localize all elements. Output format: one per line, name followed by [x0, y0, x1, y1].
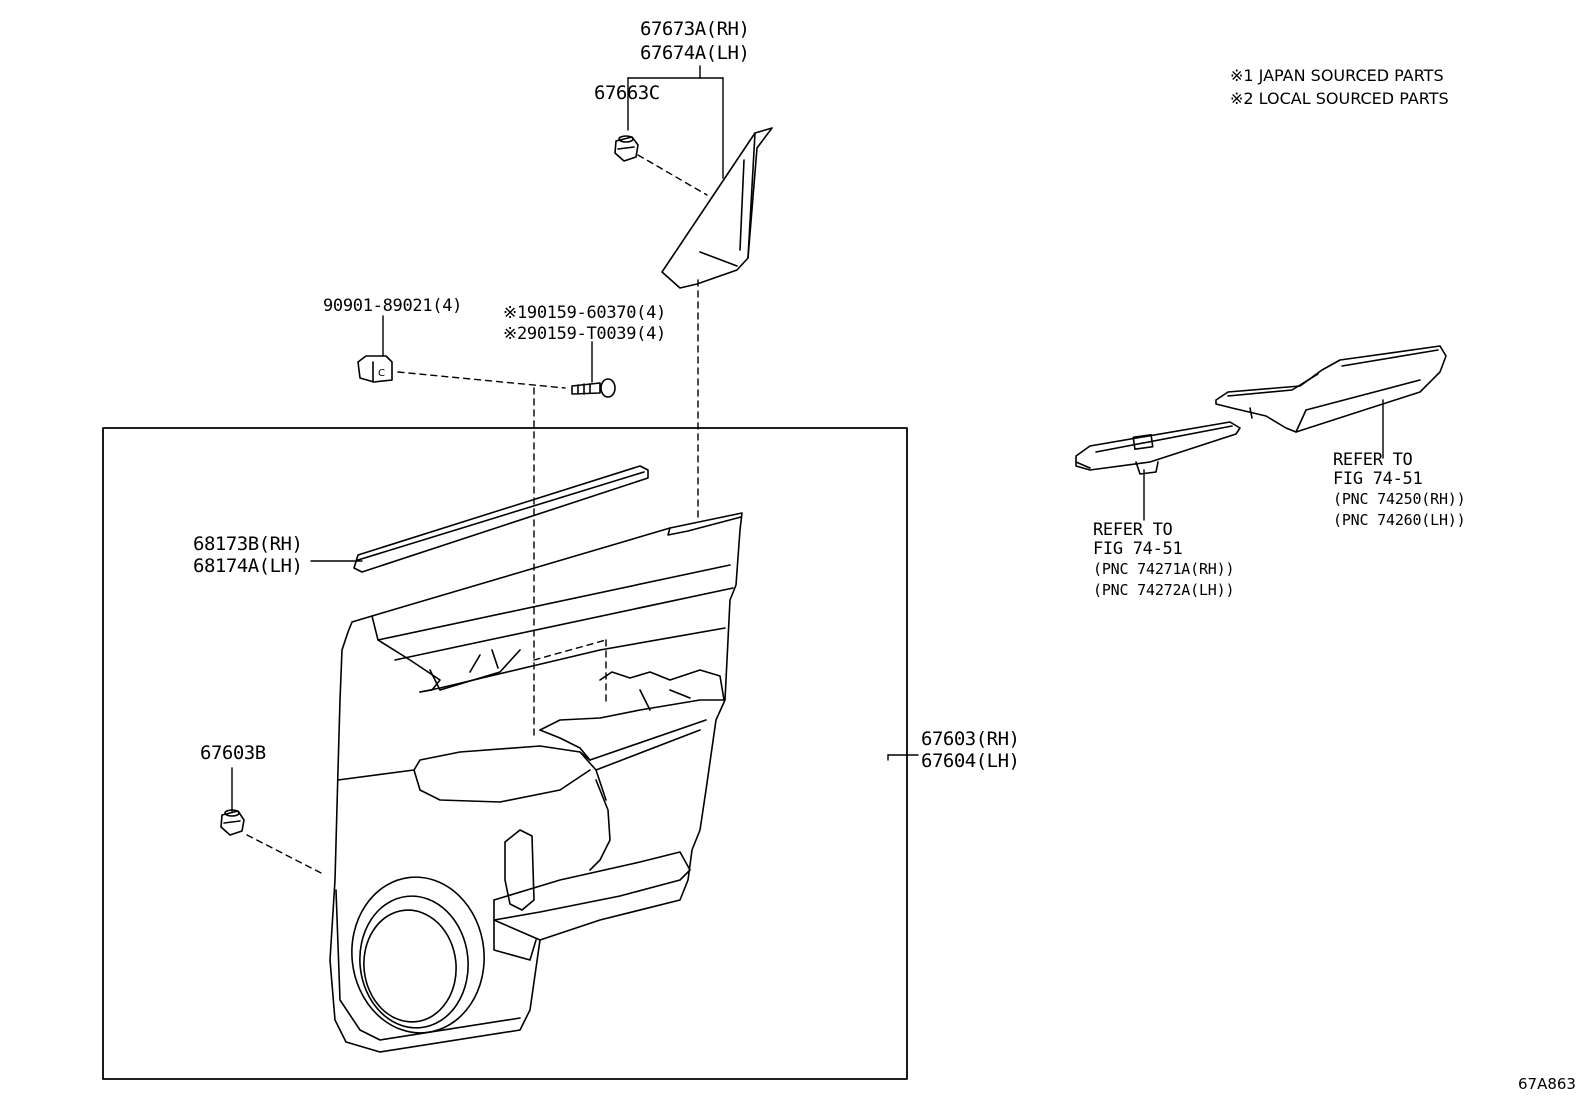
assembly-dashed-lines — [246, 154, 708, 876]
ref-armrest-line2: FIG 74-51 — [1333, 469, 1423, 489]
clip-bottom-shape — [220, 809, 245, 836]
weatherstrip-shape — [353, 465, 649, 573]
ref-armrest-line1: REFER TO — [1333, 450, 1413, 470]
leader-lines — [231, 65, 1384, 813]
clip-nut-shape: C — [357, 355, 393, 383]
label-weatherstrip-lh: 68174A(LH) — [193, 555, 303, 577]
label-weatherstrip-rh: 68173B(RH) — [193, 533, 303, 555]
label-screw-local: ※290159-T0039(4) — [503, 324, 666, 344]
ref-armrest-line3: (PNC 74250(RH)) — [1333, 490, 1466, 508]
figure-code: 67A863 — [1518, 1075, 1576, 1093]
label-garnish-lh: 67674A(LH) — [640, 42, 750, 64]
switch-base-shape — [1075, 421, 1241, 475]
ref-switch-base-line4: (PNC 74272A(LH)) — [1093, 581, 1235, 599]
ref-switch-base-line3: (PNC 74271A(RH)) — [1093, 560, 1235, 578]
upper-garnish-shape — [661, 127, 773, 289]
assembly-frame — [102, 427, 908, 1080]
label-screw-japan: ※190159-60370(4) — [503, 303, 666, 323]
armrest-shape — [1215, 345, 1447, 433]
svg-text:C: C — [378, 368, 385, 379]
legend-local-sourced: ※2 LOCAL SOURCED PARTS — [1230, 89, 1449, 108]
ref-switch-base-line1: REFER TO — [1093, 520, 1173, 540]
label-clip-nut: 90901-89021(4) — [323, 296, 463, 316]
door-panel-shape — [329, 512, 743, 1053]
clip-top-shape — [614, 135, 639, 162]
ref-switch-base-line2: FIG 74-51 — [1093, 539, 1183, 559]
label-panel-lh: 67604(LH) — [921, 750, 1020, 772]
ref-armrest-line4: (PNC 74260(LH)) — [1333, 511, 1466, 529]
label-garnish-rh: 67673A(RH) — [640, 18, 750, 40]
legend-japan-sourced: ※1 JAPAN SOURCED PARTS — [1230, 66, 1444, 85]
label-clip-bottom: 67603B — [200, 742, 266, 764]
label-clip-top: 67663C — [594, 82, 660, 104]
label-panel-rh: 67603(RH) — [921, 728, 1020, 750]
screw-shape — [571, 378, 616, 398]
